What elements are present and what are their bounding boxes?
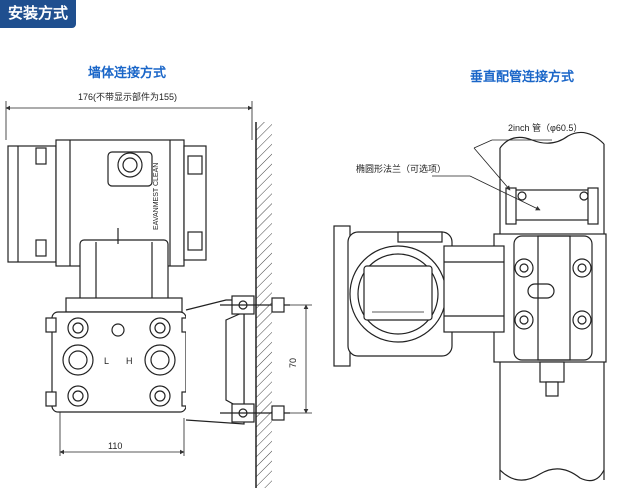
port-letter-high: H bbox=[126, 356, 133, 366]
wall-mount-drawing: EAVANMEST CLEAN L H bbox=[5, 101, 312, 488]
pipe-label: 2inch 管（φ60.5） bbox=[508, 122, 582, 133]
pipe-clamp-top bbox=[505, 187, 599, 225]
housing-engraving: EAVANMEST CLEAN bbox=[153, 163, 160, 230]
transmitter-housing: EAVANMEST CLEAN bbox=[7, 139, 207, 267]
sensor-flange-body: L H bbox=[45, 311, 193, 413]
port-letter-low: L bbox=[104, 356, 109, 366]
pipe-mount-heading: 垂直配管连接方式 bbox=[470, 69, 575, 84]
section-title: 安装方式 bbox=[0, 0, 77, 28]
wall-mount-heading: 墙体连接方式 bbox=[88, 65, 167, 80]
pipe-mount-drawing bbox=[333, 131, 607, 482]
transmitter-side-view bbox=[333, 225, 505, 367]
transmitter-neck bbox=[65, 228, 183, 313]
flange-label: 椭圆形法兰（可选项） bbox=[356, 163, 446, 174]
dim-label-176: 176(不带显示部件为155) bbox=[78, 91, 177, 102]
flange-body-pipe bbox=[513, 235, 593, 397]
mounting-bracket bbox=[185, 295, 290, 425]
dim-label-70: 70 bbox=[288, 358, 298, 368]
dim-label-110: 110 bbox=[108, 441, 122, 451]
